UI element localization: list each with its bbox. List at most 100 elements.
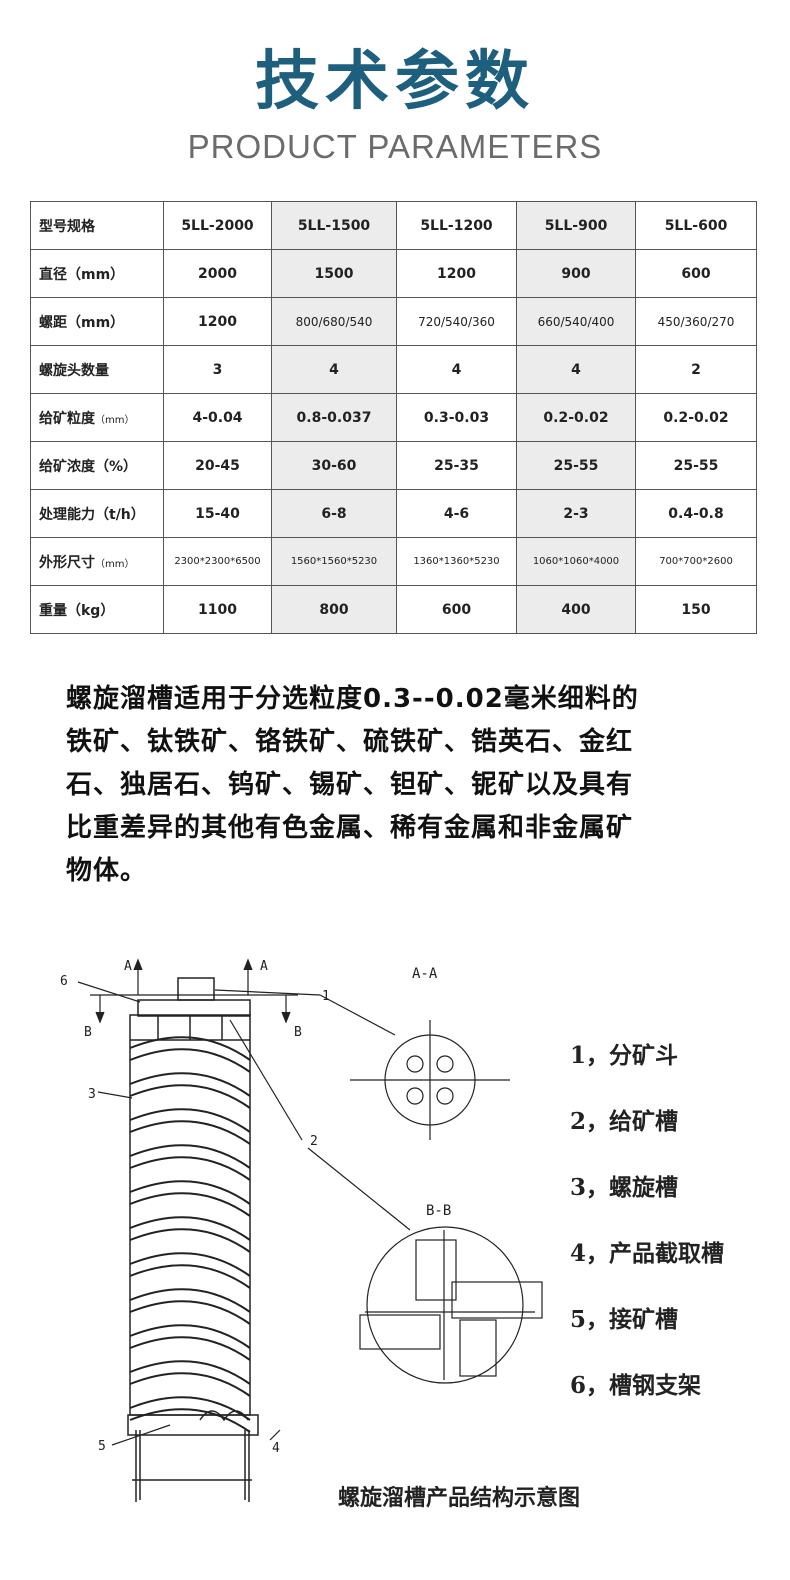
description-line: 石、独居石、钨矿、锡矿、钽矿、铌矿以及具有 (66, 770, 634, 800)
table-cell: 5LL-900 (516, 201, 636, 250)
marker-b-left: B (84, 1025, 92, 1040)
table-cell: 150 (635, 585, 757, 634)
table-cell: 720/540/360 (396, 297, 517, 346)
spiral-turn (129, 1360, 251, 1397)
description-line: 铁矿、钛铁矿、铬铁矿、硫铁矿、锆英石、金红 (66, 727, 634, 757)
legend-item: 2，给矿槽 (570, 1108, 679, 1135)
table-cell: 2-3 (516, 489, 636, 538)
distributor-hopper (177, 977, 215, 1001)
table-cell: 25-55 (635, 441, 757, 490)
spiral-turn (129, 1324, 251, 1361)
table-cell: 2 (635, 345, 757, 394)
callout-6: 6 (60, 974, 68, 989)
table-cell: 4 (516, 345, 636, 394)
row-label: 给矿浓度（%） (30, 441, 164, 490)
spiral-turn (129, 1108, 251, 1145)
table-cell: 4-0.04 (163, 393, 272, 442)
table-cell: 1360*1360*5230 (396, 537, 517, 586)
table-cell: 0.2-0.02 (635, 393, 757, 442)
spiral-turn (129, 1072, 251, 1109)
table-cell: 0.2-0.02 (516, 393, 636, 442)
table-cell: 0.8-0.037 (271, 393, 397, 442)
spiral-turn (129, 1216, 251, 1253)
row-label: 重量（kg） (30, 585, 164, 634)
table-cell: 660/540/400 (516, 297, 636, 346)
table-cell: 15-40 (163, 489, 272, 538)
legend-item: 4，产品截取槽 (570, 1240, 725, 1267)
table-cell: 5LL-1200 (396, 201, 517, 250)
section-trough (459, 1319, 497, 1377)
legend-item: 1，分矿斗 (570, 1042, 679, 1069)
callout-5: 5 (98, 1439, 106, 1454)
table-cell: 1060*1060*4000 (516, 537, 636, 586)
legend-item: 3，螺旋槽 (570, 1174, 679, 1201)
row-label: 螺距（mm） (30, 297, 164, 346)
row-label: 外形尺寸（mm） (30, 537, 164, 586)
table-cell: 25-55 (516, 441, 636, 490)
spiral-turn (129, 1396, 251, 1433)
table-cell: 600 (396, 585, 517, 634)
marker-a-right: A (260, 959, 268, 974)
table-cell: 25-35 (396, 441, 517, 490)
section-trough (415, 1239, 457, 1301)
spiral-turn (129, 1036, 251, 1073)
table-cell: 5LL-600 (635, 201, 757, 250)
section-trough (451, 1281, 543, 1319)
spiral-turn (129, 1252, 251, 1289)
table-cell: 5LL-2000 (163, 201, 272, 250)
callout-4: 4 (272, 1441, 280, 1456)
receiver-trough (127, 1414, 259, 1436)
table-cell: 30-60 (271, 441, 397, 490)
page-title: 技术参数 (255, 45, 535, 119)
table-cell: 450/360/270 (635, 297, 757, 346)
section-trough (359, 1314, 441, 1350)
marker-a-left: A (124, 959, 132, 974)
spiral-turn (129, 1180, 251, 1217)
table-cell: 1100 (163, 585, 272, 634)
row-label: 处理能力（t/h） (30, 489, 164, 538)
diagram-caption: 螺旋溜槽产品结构示意图 (338, 1485, 581, 1511)
table-cell: 4 (271, 345, 397, 394)
description-line: 物体。 (66, 856, 148, 886)
table-cell: 2300*2300*6500 (163, 537, 272, 586)
table-cell: 5LL-1500 (271, 201, 397, 250)
description-line: 螺旋溜槽适用于分选粒度0.3--0.02毫米细料的 (66, 684, 639, 714)
table-cell: 600 (635, 249, 757, 298)
spiral-chute-diagram: 6 1 2 3 4 5 A A B B A-A B-B (60, 958, 543, 1502)
callout-3: 3 (88, 1087, 96, 1102)
description-line: 比重差异的其他有色金属、稀有金属和非金属矿 (66, 813, 634, 843)
row-label: 给矿粒度（mm） (30, 393, 164, 442)
table-cell: 800/680/540 (271, 297, 397, 346)
callout-2: 2 (310, 1134, 318, 1149)
spiral-turn (129, 1144, 251, 1181)
row-label: 型号规格 (30, 201, 164, 250)
feed-trough (137, 999, 251, 1017)
legend-item: 5，接矿槽 (570, 1306, 679, 1333)
table-cell: 3 (163, 345, 272, 394)
table-cell: 0.3-0.03 (396, 393, 517, 442)
table-cell: 900 (516, 249, 636, 298)
row-label: 直径（mm） (30, 249, 164, 298)
table-cell: 0.4-0.8 (635, 489, 757, 538)
legend-item: 6，槽钢支架 (570, 1372, 702, 1399)
table-cell: 1560*1560*5230 (271, 537, 397, 586)
table-cell: 700*700*2600 (635, 537, 757, 586)
table-cell: 4-6 (396, 489, 517, 538)
table-cell: 1200 (163, 297, 272, 346)
table-cell: 800 (271, 585, 397, 634)
row-label: 螺旋头数量 (30, 345, 164, 394)
table-cell: 4 (396, 345, 517, 394)
table-cell: 2000 (163, 249, 272, 298)
section-aa-label: A-A (412, 966, 438, 982)
table-cell: 20-45 (163, 441, 272, 490)
spiral-turn (129, 1288, 251, 1325)
table-cell: 1200 (396, 249, 517, 298)
table-cell: 1500 (271, 249, 397, 298)
